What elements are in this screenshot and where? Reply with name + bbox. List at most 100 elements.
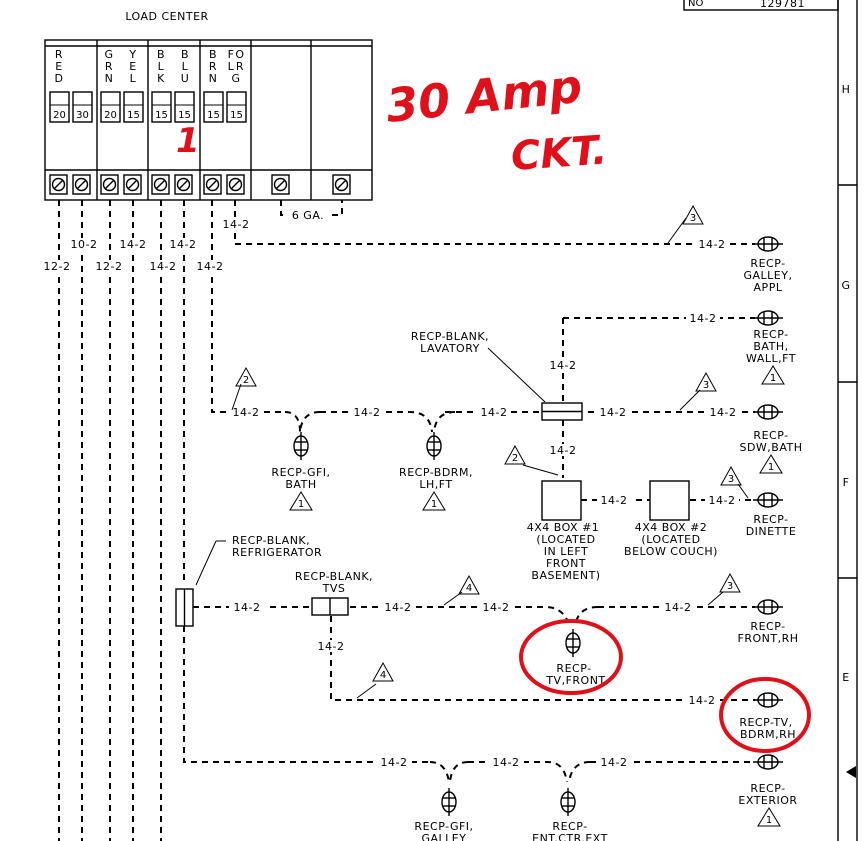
terminal-screw-icon <box>100 174 119 195</box>
svg-text:1: 1 <box>298 499 304 510</box>
receptacle-galley-appl-icon <box>753 236 783 252</box>
receptacle-gfi-galley-icon <box>441 788 457 816</box>
gauge-label: 6 GA. <box>292 209 324 222</box>
svg-text:BDRM,RH: BDRM,RH <box>740 728 796 741</box>
circuit-ref-triangle-icon <box>458 574 480 595</box>
junction-box-1 <box>541 480 582 521</box>
svg-text:BELOW COUCH): BELOW COUCH) <box>624 545 718 558</box>
gauge-label: 14-2 <box>150 260 177 273</box>
gauge-label: 12-2 <box>96 260 123 273</box>
breaker-rating: 20 <box>104 110 117 121</box>
circuit-ref-triangle-icon <box>372 661 394 682</box>
terminal-screw-icon <box>332 174 351 195</box>
svg-text:L: L <box>228 60 235 73</box>
terminal-screw-icon <box>151 174 170 195</box>
svg-text:D: D <box>55 72 64 85</box>
receptacle-bath-wall-icon <box>753 310 783 326</box>
wire-label: 14-2 <box>481 406 508 419</box>
svg-text:APPL: APPL <box>754 281 783 294</box>
circuit-ref-triangle-icon <box>719 572 741 593</box>
svg-text:RECP-: RECP- <box>750 782 785 795</box>
receptacle-sdw-bath-icon <box>753 404 783 420</box>
svg-text:R: R <box>55 48 63 61</box>
gauge-label: 14-2 <box>197 260 224 273</box>
wire-label: 14-2 <box>690 312 717 325</box>
svg-text:RECP-BDRM,: RECP-BDRM, <box>399 466 473 479</box>
gauge-label: 14-2 <box>223 218 250 231</box>
svg-text:4X4 BOX #2: 4X4 BOX #2 <box>635 521 708 534</box>
svg-text:GALLEY,: GALLEY, <box>744 269 793 282</box>
circuit-ref-triangle-icon <box>289 491 313 511</box>
circuit-ref-triangle-icon <box>235 366 257 387</box>
drawing-border: H G F E NO 129781 <box>683 0 858 841</box>
breaker-rating: 15 <box>207 110 220 121</box>
doc-no-label: NO <box>688 0 703 9</box>
junction-box-2 <box>649 480 690 521</box>
terminal-screws <box>49 174 351 195</box>
svg-text:RECP-: RECP- <box>753 328 788 341</box>
wire-label: 14-2 <box>689 694 716 707</box>
wire-label: 14-2 <box>381 756 408 769</box>
svg-text:RECP-BLANK,: RECP-BLANK, <box>295 570 373 583</box>
load-center-panel: R E D G R N Y E L B L K B L U B R N <box>44 39 373 201</box>
circuit-ref-triangle-icon <box>757 807 781 827</box>
wire-label: 14-2 <box>550 359 577 372</box>
svg-text:N: N <box>209 72 218 85</box>
wire-label: 14-2 <box>550 444 577 457</box>
circuit-ref-triangle-icon <box>682 204 704 225</box>
breaker-label-fo-lrg: F O L R G <box>228 48 245 85</box>
svg-text:LH,FT: LH,FT <box>419 478 452 491</box>
svg-text:DINETTE: DINETTE <box>746 525 797 538</box>
svg-text:3: 3 <box>727 581 733 592</box>
gauge-label: 14-2 <box>120 238 147 251</box>
breaker-rating: 15 <box>178 110 191 121</box>
svg-text:E: E <box>129 60 136 73</box>
terminal-screw-icon <box>72 174 91 195</box>
receptacle-ent-ctr-icon <box>560 788 576 816</box>
svg-text:RECP-: RECP- <box>753 513 788 526</box>
circuit-ref-triangle-icon <box>720 465 742 486</box>
terminal-screw-icon <box>49 174 68 195</box>
highlight-tv-front <box>519 619 623 695</box>
svg-text:RECP-: RECP- <box>753 429 788 442</box>
receptacle-front-rh-icon <box>753 599 783 615</box>
wire-label: 14-2 <box>233 406 260 419</box>
svg-text:(LOCATED: (LOCATED <box>536 533 595 546</box>
load-center-title: LOAD CENTER <box>125 10 208 23</box>
svg-text:B: B <box>209 48 217 61</box>
svg-text:2: 2 <box>243 375 249 386</box>
svg-text:GALLEY: GALLEY <box>422 832 467 841</box>
svg-text:Y: Y <box>128 48 136 61</box>
gauge-label: 14-2 <box>170 238 197 251</box>
circuit-ref-triangle-icon <box>695 371 717 392</box>
svg-text:B: B <box>157 48 165 61</box>
circuit-galley-appl: 14-2 3 RECP- GALLEY, APPL <box>667 204 793 294</box>
svg-text:1: 1 <box>431 499 437 510</box>
svg-text:TVS: TVS <box>322 582 346 595</box>
terminal-screw-icon <box>226 174 245 195</box>
wire-label: 14-2 <box>354 406 381 419</box>
gauge-label: 10-2 <box>71 238 98 251</box>
wire-label: 14-2 <box>385 601 412 614</box>
wire-label: 14-2 <box>234 601 261 614</box>
svg-text:RECP-GFI,: RECP-GFI, <box>414 820 473 833</box>
svg-text:FRONT: FRONT <box>546 557 586 570</box>
receptacle-bdrm-lh-icon <box>426 432 442 460</box>
home-run-wires <box>58 200 755 841</box>
breaker-label-brn: B R N <box>209 48 218 85</box>
svg-text:K: K <box>157 72 165 85</box>
circuit-bath: 14-2 14-2 14-2 14-2 14-2 14-2 14-2 14-2 … <box>229 310 802 582</box>
svg-text:L: L <box>182 60 189 73</box>
svg-text:WALL,FT: WALL,FT <box>746 352 796 365</box>
svg-text:4: 4 <box>380 670 386 681</box>
breaker-switches: 20 30 20 15 15 15 15 15 <box>49 91 247 123</box>
grid-letter-g: G <box>841 279 850 292</box>
wire-label: 14-2 <box>318 640 345 653</box>
svg-text:3: 3 <box>690 213 696 224</box>
receptacle-exterior-icon <box>753 754 783 770</box>
svg-text:G: G <box>231 72 240 85</box>
circuit-ref-triangle-icon <box>761 365 785 385</box>
wire-label: 14-2 <box>709 494 736 507</box>
receptacle-dinette-icon <box>753 492 783 508</box>
